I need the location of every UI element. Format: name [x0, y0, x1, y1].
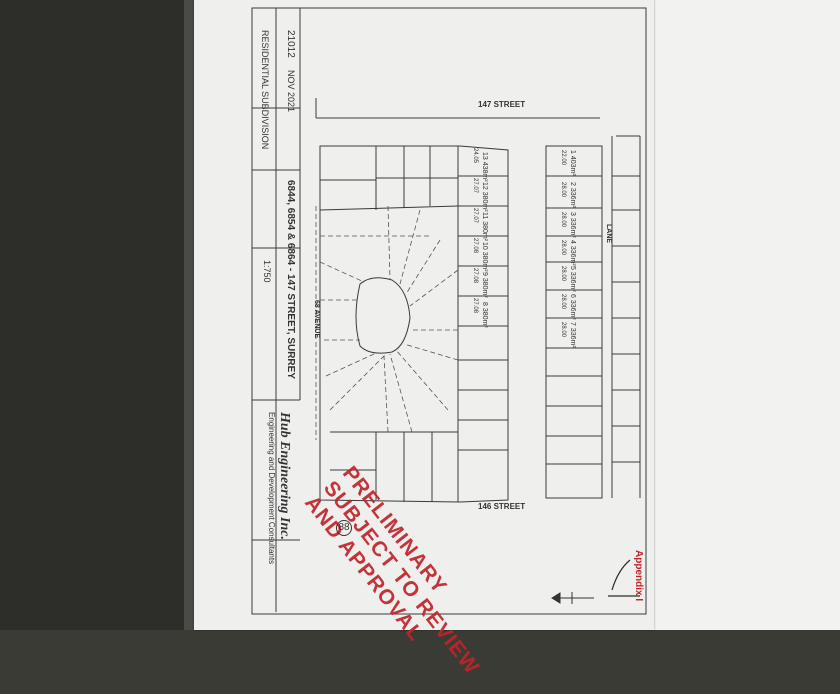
- lot-area: 380m²: [481, 221, 488, 242]
- lot-13-width: 24.05: [472, 148, 478, 164]
- lot-number: 11: [481, 212, 488, 220]
- lot-7: 7 336m²: [569, 322, 576, 348]
- lot-area: 380m²: [481, 277, 488, 298]
- lot-area: 380m²: [481, 251, 488, 272]
- lot-3-width: 28.00: [560, 212, 566, 228]
- lot-3: 3 336m²: [569, 212, 576, 238]
- north-arrow-icon: [551, 592, 594, 604]
- lot-8-width: 27.08: [472, 298, 478, 314]
- lot-area: 336m²: [569, 327, 576, 348]
- project-date: NOV 2021: [286, 70, 296, 113]
- lot-13: 13 438m²: [481, 152, 488, 182]
- lot-1: 1 403m²: [569, 150, 576, 176]
- lot-10-width: 27.08: [472, 238, 478, 254]
- lot-area: 336m²: [569, 217, 576, 238]
- lot-11: 11 380m²: [481, 212, 488, 241]
- right-block-outline: [545, 145, 603, 499]
- left-cluster-outline: [319, 145, 509, 503]
- lot-number: 1: [569, 150, 576, 154]
- lot-6: 6 336m²: [569, 294, 576, 320]
- site-address: 6844, 6854 & 6864 - 147 STREET, SURREY: [285, 180, 296, 379]
- company-name: Hub Engineering Inc.: [277, 412, 292, 540]
- lot-number: 3: [569, 212, 576, 216]
- lot-area: 336m²: [569, 187, 576, 208]
- cul-de-sac: [355, 277, 411, 354]
- subdivision-title: RESIDENTIAL SUBDIVISION: [260, 30, 270, 150]
- company-tagline: Engineering and Development Consultants: [267, 412, 276, 565]
- logo-mark-icon: [608, 559, 640, 597]
- lot-area: 380m²: [481, 191, 488, 212]
- appendix-label: Appendix I: [633, 550, 644, 602]
- lot-4-width: 28.00: [560, 240, 566, 256]
- lot-9-width: 27.08: [472, 268, 478, 284]
- project-number: 21012: [285, 30, 296, 58]
- background-right: [650, 0, 840, 630]
- lot-number: 7: [569, 322, 576, 326]
- drawing-sheet: [194, 0, 654, 630]
- lot-7-width: 28.00: [560, 322, 566, 338]
- lot-area: 336m²: [569, 245, 576, 266]
- lot-area: 438m²: [481, 161, 488, 182]
- street-label-south: 146 STREET: [478, 502, 526, 511]
- lot-number: 6: [569, 294, 576, 298]
- lot-11-width: 27.07: [472, 208, 478, 224]
- lot-number: 10: [481, 242, 488, 250]
- drawing-scale: 1:750: [262, 260, 272, 283]
- lot-area: 380m²: [481, 307, 488, 328]
- lot-number: 2: [569, 182, 576, 186]
- lot-number: 12: [481, 182, 488, 190]
- lot-number: 8: [481, 302, 488, 306]
- lot-number: 5: [569, 266, 576, 270]
- lot-12-width: 27.07: [472, 178, 478, 194]
- lot-1-width: 22.00: [560, 150, 566, 166]
- lot-area: 336m²: [569, 271, 576, 292]
- lot-8: 8 380m²: [481, 302, 488, 328]
- lot-5: 5 336m²: [569, 266, 576, 292]
- street-label-north: 147 STREET: [478, 100, 526, 109]
- sheet-border: [251, 7, 647, 615]
- lot-number: 9: [481, 272, 488, 276]
- lot-5-width: 28.00: [560, 266, 566, 282]
- lot-2-width: 28.00: [560, 182, 566, 198]
- lot-4: 4 336m²: [569, 240, 576, 266]
- lot-area: 336m²: [569, 299, 576, 320]
- lot-number: 4: [569, 240, 576, 244]
- lane-label: LANE: [605, 224, 612, 244]
- lot-number: 13: [481, 152, 488, 160]
- background-edge: [184, 0, 196, 630]
- lot-2: 2 336m²: [569, 182, 576, 208]
- avenue-label: 68 AVENUE: [313, 300, 320, 339]
- lot-12: 12 380m²: [481, 182, 488, 212]
- lot-10: 10 380m²: [481, 242, 488, 272]
- lot-9: 9 380m²: [481, 272, 488, 298]
- page-mark: 88: [336, 520, 352, 536]
- site-plan: [251, 7, 647, 615]
- lot-area: 403m²: [569, 155, 576, 176]
- lot-6-width: 28.00: [560, 294, 566, 310]
